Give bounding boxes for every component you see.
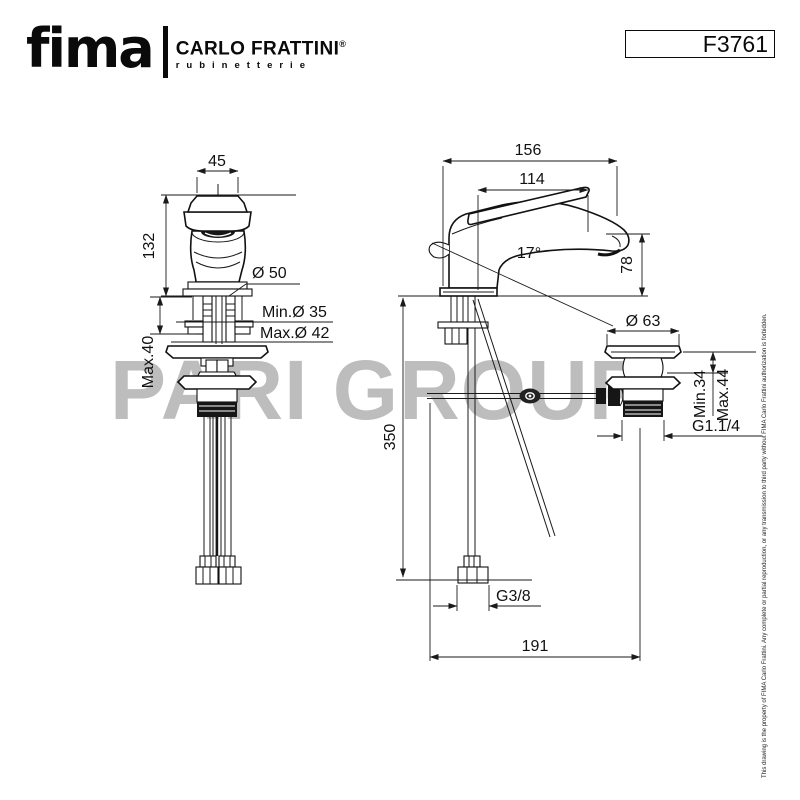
front-mounting-hardware [184, 295, 254, 344]
front-dim-diameter-50: Ø 50 [228, 265, 300, 297]
dim-waste-deck-max-label: Max.44 [715, 369, 732, 422]
dim-waste-deck-min-label: Min.34 [692, 370, 709, 418]
model-code-box: F3761 [625, 30, 775, 58]
front-view: 45 132 Ø 50 Min.Ø 35 Max.Ø 42 [140, 153, 333, 585]
dim-supply-thread-label: G3/8 [496, 588, 531, 605]
front-dim-deck-max40: Max.40 [140, 296, 196, 389]
copyright-note: This drawing is the property of FIMA Car… [762, 313, 768, 778]
dim-waste-offset-label: 191 [522, 638, 549, 655]
dim-hose-length-label: 350 [382, 424, 399, 451]
side-dim-supply-thread: G3/8 [433, 585, 541, 611]
side-dim-350: 350 [382, 297, 532, 581]
dim-spout-angle-label: 17° [517, 245, 541, 262]
brand-logo: fima CARLO FRATTINI® rubinetterie [26, 22, 346, 78]
dim-spout-reach-label: 114 [519, 171, 545, 188]
front-dim-hole-min: Min.Ø 35 [176, 304, 333, 323]
side-dim-156: 156 [442, 142, 618, 286]
front-waste-assembly [165, 345, 269, 585]
dim-hole-max-label: Max.Ø 42 [260, 325, 329, 342]
front-faucet-body [182, 195, 253, 297]
dim-handle-width-label: 45 [208, 153, 226, 170]
model-code: F3761 [702, 30, 768, 57]
side-dim-191: 191 [429, 403, 641, 661]
brand-name: CARLO FRATTINI [175, 38, 340, 60]
front-dim-45: 45 [196, 153, 239, 193]
side-faucet-body [428, 186, 630, 297]
side-dim-78: 78 [606, 233, 650, 297]
side-dim-waste-thread: G1.1/4 [597, 418, 762, 441]
side-dim-114: 114 [477, 171, 589, 290]
dim-body-diameter-label: Ø 50 [252, 265, 287, 282]
dim-deck-thickness-max-label: Max.40 [140, 336, 157, 389]
logo-divider-bar [162, 26, 168, 78]
side-view: 156 114 17° 78 350 [382, 142, 762, 661]
side-dim-angle: 17° [431, 242, 614, 327]
dim-hole-min-label: Min.Ø 35 [262, 304, 327, 321]
side-dim-63: Ø 63 [606, 313, 680, 345]
dim-body-height-label: 132 [141, 233, 158, 260]
dim-total-depth-label: 156 [515, 142, 542, 159]
brand-wordmark: fima [26, 17, 155, 80]
brand-tagline: rubinetterie [175, 60, 312, 72]
dim-spout-height-label: 78 [619, 256, 636, 274]
front-dim-132: 132 [141, 194, 296, 297]
dim-waste-flange-diameter-label: Ø 63 [626, 313, 661, 330]
side-waste-assembly [596, 345, 682, 417]
front-dim-hole-max: Max.Ø 42 [171, 325, 333, 343]
side-under-counter [427, 296, 596, 584]
registered-mark: ® [339, 39, 347, 49]
dim-waste-thread-label: G1.1/4 [692, 418, 740, 435]
side-dim-min34-max44: Min.34 Max.44 [667, 351, 756, 422]
